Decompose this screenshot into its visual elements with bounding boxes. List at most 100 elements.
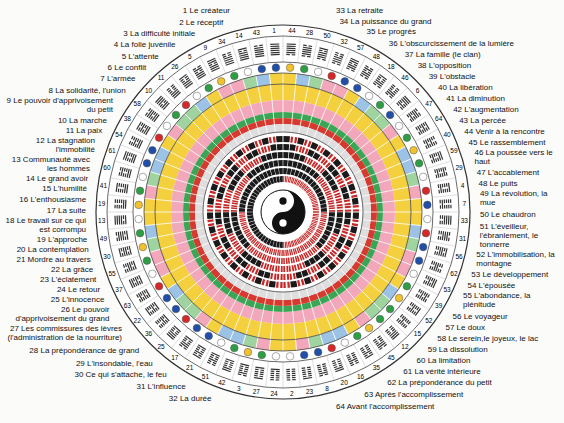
hexagram-line [238, 51, 242, 53]
yao-segment [349, 233, 355, 237]
yao-segment [289, 273, 292, 279]
hexagram-line [400, 314, 403, 317]
hexagram-glyph [179, 74, 193, 89]
yao-segment [240, 199, 247, 204]
hexagram-line [317, 366, 321, 368]
hexagram-name: 13 Communauté avec les hommes [2, 155, 90, 173]
hexagram-line [208, 360, 212, 363]
sector-divider [312, 359, 317, 385]
yao-segment [267, 145, 270, 151]
hexagram-line [447, 188, 449, 192]
hexagram-line [228, 366, 232, 368]
sector-divider [340, 49, 350, 73]
yao-segment [344, 203, 350, 206]
yao-segment [241, 270, 249, 278]
yao-segment [259, 244, 263, 250]
hexagram-line [270, 48, 279, 50]
hexagram-glyph [423, 136, 437, 149]
hexagram-glyph [429, 261, 443, 273]
yao-segment [275, 266, 277, 272]
yao-segment [316, 264, 321, 270]
hexagram-line [332, 360, 336, 362]
hexagram-line [303, 377, 312, 380]
hexagram-line [125, 236, 127, 240]
hexagram-glyph [129, 136, 143, 149]
yao-segment [293, 273, 296, 279]
hexagram-line [243, 49, 247, 51]
hexagram-line [308, 371, 312, 373]
hexagram-name: 27 Les commissures des lèvres (l'adminis… [2, 324, 122, 342]
hexagram-line [360, 74, 364, 77]
hexagram-line [446, 216, 448, 225]
yao-segment [283, 242, 284, 248]
yao-segment [240, 220, 246, 223]
colour-dot [419, 243, 427, 251]
yao-segment [321, 212, 327, 213]
yao-segment [210, 183, 218, 191]
hexagram-line [292, 371, 296, 372]
hexagram-line [351, 69, 355, 72]
sector-divider [110, 241, 136, 246]
hexagram-line [432, 136, 435, 140]
sector-divider [298, 361, 301, 387]
hexagram-line [439, 269, 441, 273]
hexagram-glyph [114, 215, 126, 225]
yao-segment [277, 266, 279, 272]
yao-segment [264, 271, 271, 278]
hexagram-line [138, 140, 143, 149]
sector-divider [195, 274, 232, 320]
yao-segment [304, 139, 308, 145]
hexagram-line [347, 356, 351, 359]
yao-segment [266, 247, 269, 253]
yao-segment [222, 180, 228, 185]
hexagram-glyph [166, 84, 181, 99]
hexagram-name: 32 La durée [167, 394, 211, 403]
hexagram-line [332, 62, 336, 64]
sector-divider [361, 185, 419, 197]
yao-segment [305, 231, 310, 236]
hexagram-glyph [116, 231, 129, 242]
hexagram-glyph [346, 352, 359, 366]
hexagram-line [122, 253, 124, 257]
hexagram-name: 17 La suite [45, 206, 86, 215]
hexagram-glyph [415, 121, 430, 135]
yao-segment [288, 160, 293, 167]
colour-dot [217, 339, 225, 347]
hexagram-name: 48 Le puits [478, 179, 519, 188]
hexagram-line [429, 138, 434, 147]
ring-number: 50 [323, 32, 330, 39]
ring-number: 47 [425, 100, 432, 107]
hexagram-line [123, 184, 125, 188]
hexagram-line [444, 205, 445, 209]
hexagram-glyph [396, 95, 411, 110]
sector-divider [354, 344, 366, 367]
hexagram-line [435, 158, 437, 162]
hexagram-line [130, 153, 132, 157]
ring-line [155, 84, 411, 340]
hexagram-line [127, 269, 129, 273]
yao-segment [227, 247, 233, 252]
yao-segment [321, 214, 327, 216]
hexagram-line [138, 275, 143, 284]
yao-segment [283, 250, 284, 256]
yao-segment [336, 198, 342, 201]
hexagram-line [127, 157, 129, 161]
hexagram-line [337, 358, 341, 360]
sector-divider [269, 74, 275, 133]
hexagram-line [123, 200, 125, 209]
yao-segment [253, 159, 257, 165]
hexagram-line [433, 153, 435, 157]
hexagram-glyph [123, 151, 137, 163]
hexagram-line [208, 60, 217, 65]
hexagram-line [308, 45, 312, 47]
ring-number: 63 [124, 302, 131, 309]
hexagram-line [276, 371, 280, 372]
hexagram-name: 12 La stagnation l'immobilité [2, 136, 95, 154]
colour-dot [135, 215, 143, 223]
hexagram-line [145, 289, 151, 297]
colour-dot [182, 315, 190, 323]
yao-segment [215, 218, 222, 224]
hexagram-line [346, 354, 350, 357]
hexagram-glyph [434, 246, 448, 258]
sector-divider [422, 269, 446, 279]
